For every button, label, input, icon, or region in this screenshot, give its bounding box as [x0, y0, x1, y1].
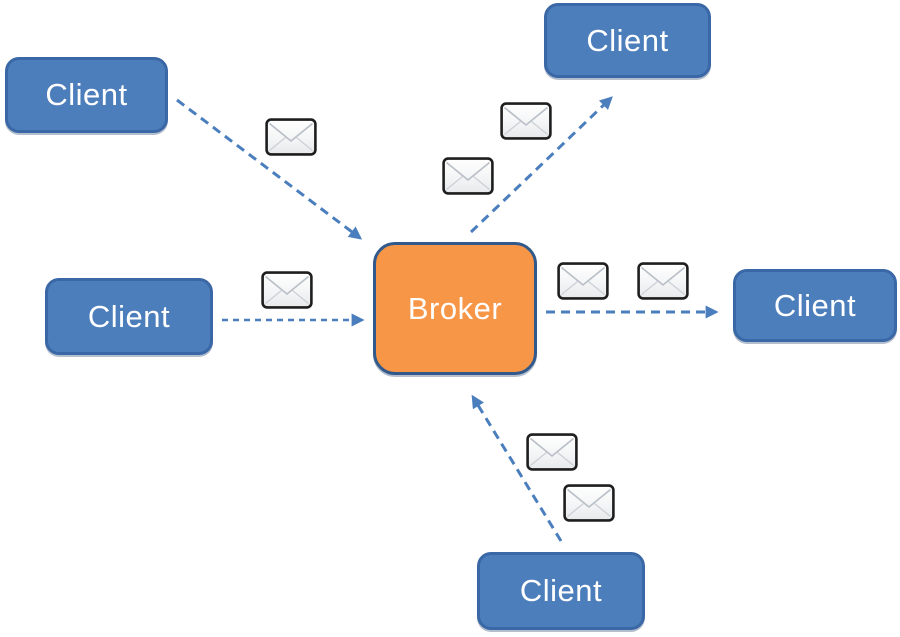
- node-client-top-left: Client: [5, 57, 168, 133]
- envelope-icon: [637, 262, 689, 300]
- envelope-icon: [261, 271, 313, 309]
- edge-broker-to-client-top-right: [469, 96, 613, 234]
- node-client-right: Client: [733, 269, 897, 342]
- edge-client-bottom-to-broker: [471, 394, 563, 542]
- envelope-icon: [557, 262, 609, 300]
- envelope-icon: [500, 102, 552, 140]
- node-label: Client: [519, 573, 603, 608]
- node-label: Client: [45, 77, 128, 112]
- envelope-icon: [442, 157, 494, 195]
- node-client-left: Client: [45, 278, 213, 355]
- node-label: Client: [586, 22, 669, 58]
- node-label: Client: [773, 287, 857, 323]
- envelope-icon: [526, 433, 578, 471]
- node-broker: Broker: [373, 242, 537, 375]
- node-client-top-right: Client: [544, 3, 711, 78]
- edge-client-top-left-to-broker: [176, 98, 363, 240]
- node-label: Broker: [407, 290, 503, 326]
- envelope-icon: [563, 484, 615, 522]
- node-label: Client: [87, 298, 171, 334]
- node-client-bottom: Client: [477, 552, 645, 630]
- envelope-icon: [265, 118, 317, 156]
